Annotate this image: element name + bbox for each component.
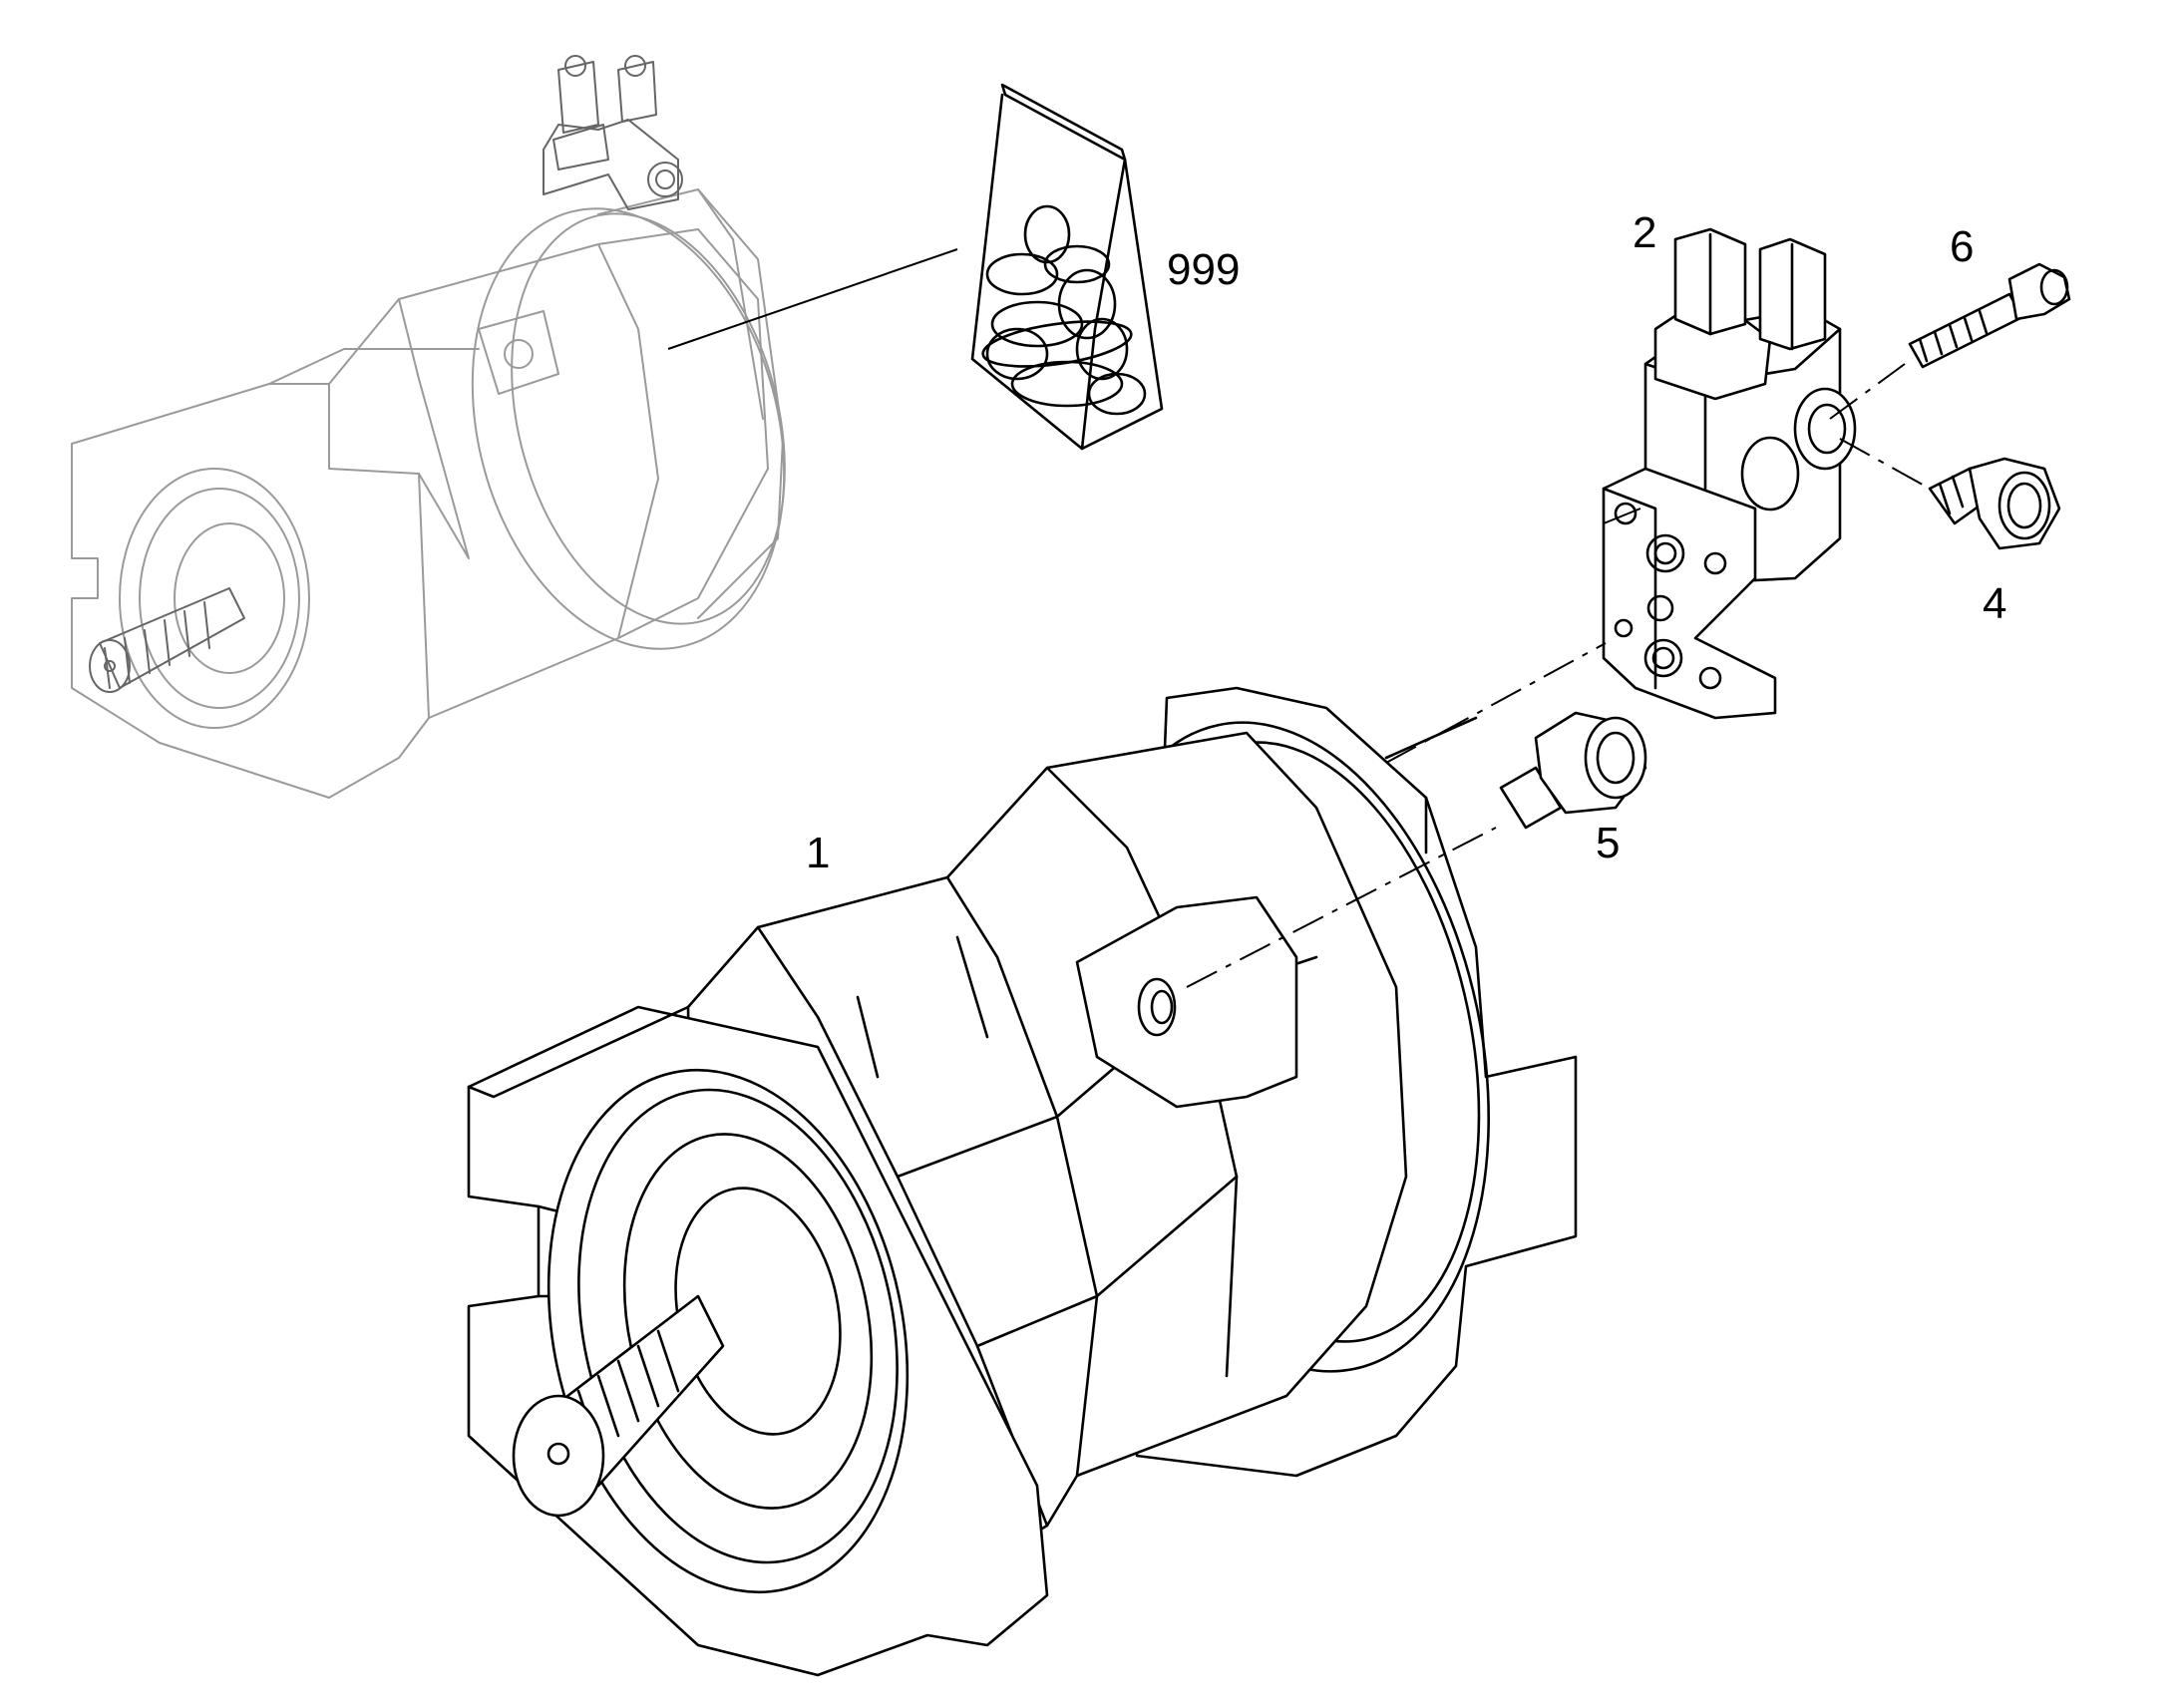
assembly-centerlines — [1186, 363, 1931, 988]
screw — [1908, 262, 2071, 369]
callout-5: 5 — [1596, 819, 1620, 867]
callout-999: 999 — [1167, 245, 1240, 294]
valve-block — [1602, 227, 1857, 720]
callout-6: 6 — [1950, 222, 1974, 271]
reference-motor-assembly — [71, 55, 786, 799]
callout-2: 2 — [1633, 208, 1656, 257]
callout-1: 1 — [806, 829, 830, 877]
callout-labels: 1 2 4 5 6 999 — [806, 208, 2006, 877]
callout-4: 4 — [1983, 579, 2006, 628]
hydraulic-motor — [467, 686, 1578, 1677]
fitting — [1499, 711, 1647, 830]
plug — [1928, 457, 2061, 550]
seal-kit-bag — [667, 83, 1164, 451]
